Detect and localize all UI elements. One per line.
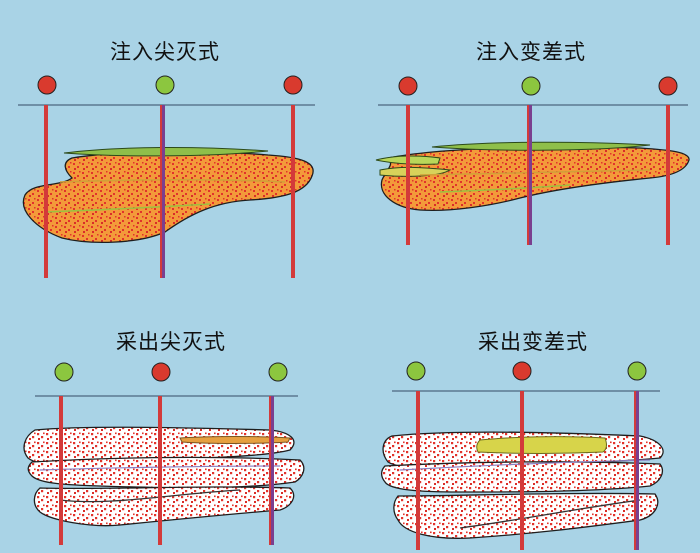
sand-body-middle [27, 456, 305, 489]
sand-body-lower [33, 486, 295, 527]
interlayer-line [59, 489, 241, 503]
sand-body [22, 150, 314, 243]
interlayer-line [439, 184, 571, 193]
interlayer-line [459, 499, 641, 529]
injection-well-marker [398, 76, 418, 96]
panel-injection-pinchout [18, 75, 315, 278]
oil-lens [179, 436, 291, 444]
panel-production-pinchout [23, 362, 305, 545]
production-well-marker [627, 361, 647, 381]
interlayer-line [419, 169, 651, 176]
interlayer-line [399, 459, 651, 471]
production-well-marker [155, 75, 175, 95]
oil-layer [63, 146, 269, 157]
panel-title: 注入变差式 [476, 40, 586, 64]
injection-well-marker [37, 75, 57, 95]
production-well-marker [406, 361, 426, 381]
panel-title: 采出变差式 [478, 330, 588, 354]
injection-well-marker [512, 361, 532, 381]
production-well-marker [54, 362, 74, 382]
oil-layer [431, 141, 651, 151]
injection-well-marker [151, 362, 171, 382]
production-well-marker [268, 362, 288, 382]
panel-title: 注入尖灭式 [110, 40, 220, 64]
sand-body-lower [393, 492, 659, 539]
interlayer-line [44, 203, 211, 213]
panel-production-deterioration [380, 361, 664, 550]
oil-layer [476, 436, 607, 454]
panel-title: 采出尖灭式 [116, 330, 226, 354]
injection-well-marker [283, 75, 303, 95]
interlayer-line [39, 465, 281, 471]
production-well-marker [521, 76, 541, 96]
panel-injection-deterioration [375, 76, 690, 245]
injection-well-marker [658, 76, 678, 96]
